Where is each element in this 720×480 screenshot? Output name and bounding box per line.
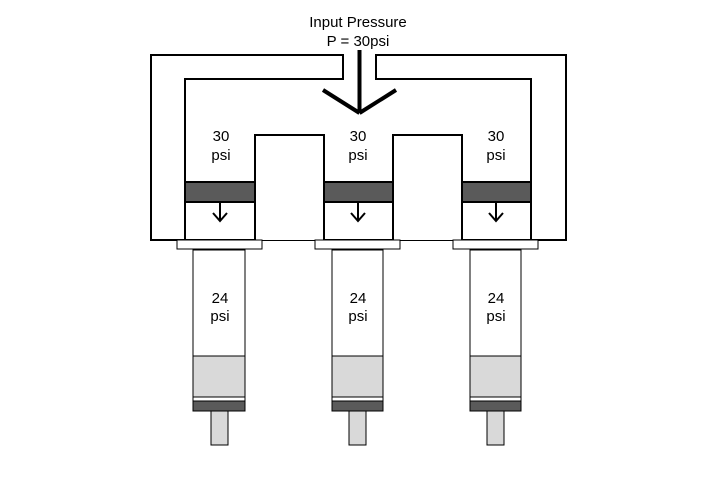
chamber-2-syringe-seal xyxy=(331,400,384,412)
chamber-2: 30 psi 24 psi xyxy=(314,128,401,446)
chamber-3-piston-down-arrow-icon xyxy=(488,203,504,223)
chamber-3-top-value: 30 xyxy=(488,128,505,145)
divider-left xyxy=(254,134,325,240)
title-line-2: P = 30psi xyxy=(327,33,390,50)
title-line-1: Input Pressure xyxy=(309,14,407,31)
chamber-3-piston xyxy=(461,181,532,203)
chamber-2-piston-down-arrow-icon xyxy=(350,203,366,223)
divider-right xyxy=(392,134,463,240)
input-flow-down-arrow-icon xyxy=(321,88,398,115)
chamber-1-syringe-seal xyxy=(192,400,246,412)
chamber-1-flange xyxy=(176,239,263,250)
chamber-2-top-unit: psi xyxy=(348,147,367,164)
chamber-2-flange xyxy=(314,239,401,250)
chamber-2-bottom-unit: psi xyxy=(348,308,367,325)
chamber-1-top-value: 30 xyxy=(213,128,230,145)
chamber-2-piston xyxy=(323,181,394,203)
chamber-3-syringe-tip xyxy=(486,410,505,446)
chamber-1-top-unit: psi xyxy=(211,147,230,164)
chamber-3: 30 psi 24 psi xyxy=(452,128,539,446)
chamber-1: 30 psi 24 psi xyxy=(176,128,263,446)
chamber-2-bottom-value: 24 xyxy=(350,290,367,307)
chamber-1-bottom-unit: psi xyxy=(210,308,229,325)
chamber-3-syringe-plunger xyxy=(469,355,522,398)
chamber-3-bottom-value: 24 xyxy=(488,290,505,307)
chamber-1-piston xyxy=(184,181,256,203)
chamber-2-syringe-plunger xyxy=(331,355,384,398)
chamber-3-syringe-seal xyxy=(469,400,522,412)
chamber-2-top-value: 30 xyxy=(350,128,367,145)
chamber-1-syringe-plunger xyxy=(192,355,246,398)
chamber-1-bottom-value: 24 xyxy=(212,290,229,307)
chamber-1-piston-down-arrow-icon xyxy=(212,203,228,223)
chamber-3-top-unit: psi xyxy=(486,147,505,164)
chamber-3-flange xyxy=(452,239,539,250)
chamber-2-syringe-tip xyxy=(348,410,367,446)
chamber-1-syringe-tip xyxy=(210,410,229,446)
chamber-3-bottom-unit: psi xyxy=(486,308,505,325)
